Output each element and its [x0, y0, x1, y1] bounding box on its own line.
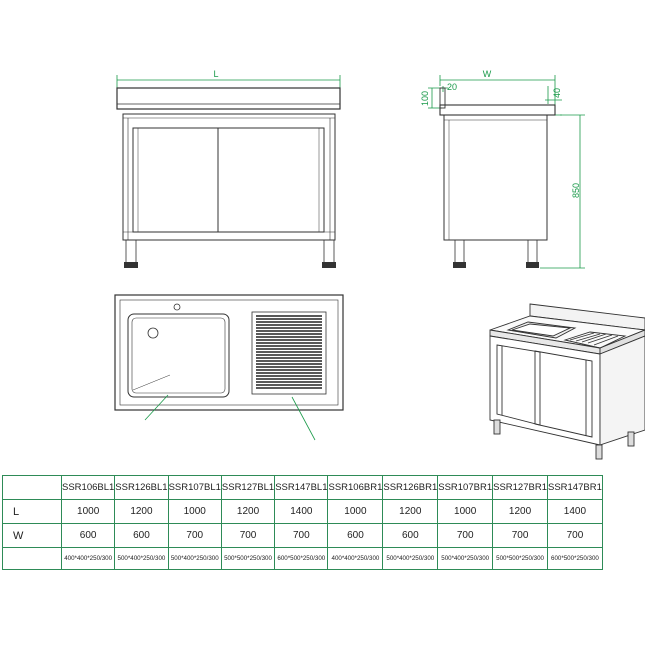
model-cell: SSR126BR1: [382, 475, 439, 500]
length-cell: 1200: [220, 499, 276, 524]
top-view: [114, 294, 344, 441]
width-cell: 700: [274, 523, 329, 548]
bowl-size-cell: 500*500*250/300: [492, 547, 548, 570]
isometric-view: [489, 303, 645, 460]
specification-table: SSR106BL1 SSR126BL1 SSR107BL1 SSR127BL1 …: [2, 475, 603, 570]
bowl-size-cell: 500*400*250/300: [437, 547, 494, 570]
width-cell: 700: [492, 523, 548, 548]
dimension-width: W: [483, 69, 492, 79]
length-cell: 1000: [327, 499, 384, 524]
model-cell: SSR126BL1: [114, 475, 169, 500]
dimension-upstand: 20: [447, 82, 457, 92]
length-cell: 1400: [546, 499, 603, 524]
bowl-size-cell: 500*400*250/300: [114, 547, 169, 570]
bowl-size-cell: 600*500*250/300: [546, 547, 603, 570]
drainer-ribs: [256, 315, 322, 389]
bowl-size-cell: 500*500*250/300: [220, 547, 276, 570]
dimension-backsplash: 100: [420, 91, 430, 106]
model-cell: SSR106BL1: [60, 475, 116, 500]
bowl-size-cell: 400*400*250/300: [327, 547, 384, 570]
bowl-size-cell: 600*500*250/300: [274, 547, 329, 570]
length-cell: 1000: [437, 499, 494, 524]
model-cell: SSR147BL1: [274, 475, 329, 500]
side-view: [428, 75, 585, 269]
model-cell: SSR127BR1: [492, 475, 548, 500]
width-cell: 700: [546, 523, 603, 548]
dimension-length: L: [213, 69, 218, 79]
table-header-row: SSR106BL1 SSR126BL1 SSR107BL1 SSR127BL1 …: [2, 475, 603, 500]
model-cell: SSR107BL1: [167, 475, 222, 500]
bowl-size-cell: 500*400*250/300: [167, 547, 222, 570]
dimension-height: 850: [571, 183, 581, 198]
bowl-size-cell: 400*400*250/300: [60, 547, 116, 570]
width-cell: 600: [114, 523, 169, 548]
row-label: [2, 547, 62, 570]
front-view: [116, 75, 341, 268]
width-cell: 700: [167, 523, 222, 548]
length-cell: 1200: [382, 499, 439, 524]
table-row-length: L 1000 1200 1000 1200 1400 1000 1200 100…: [2, 499, 603, 524]
width-cell: 600: [327, 523, 384, 548]
row-label: [2, 475, 62, 500]
width-cell: 600: [382, 523, 439, 548]
model-cell: SSR106BR1: [327, 475, 384, 500]
length-cell: 1200: [492, 499, 548, 524]
length-cell: 1000: [60, 499, 116, 524]
model-cell: SSR107BR1: [437, 475, 494, 500]
length-cell: 1200: [114, 499, 169, 524]
model-cell: SSR127BL1: [220, 475, 276, 500]
table-row-bowl-size: 400*400*250/300 500*400*250/300 500*400*…: [2, 547, 603, 570]
dimension-top-depth: 40: [552, 88, 562, 98]
length-cell: 1000: [167, 499, 222, 524]
row-label: W: [2, 523, 62, 548]
width-cell: 700: [437, 523, 494, 548]
model-cell: SSR147BR1: [546, 475, 603, 500]
row-label: L: [2, 499, 62, 524]
width-cell: 700: [220, 523, 276, 548]
table-row-width: W 600 600 700 700 700 600 600 700 700 70…: [2, 523, 603, 548]
bowl-size-cell: 500*400*250/300: [382, 547, 439, 570]
width-cell: 600: [60, 523, 116, 548]
length-cell: 1400: [274, 499, 329, 524]
